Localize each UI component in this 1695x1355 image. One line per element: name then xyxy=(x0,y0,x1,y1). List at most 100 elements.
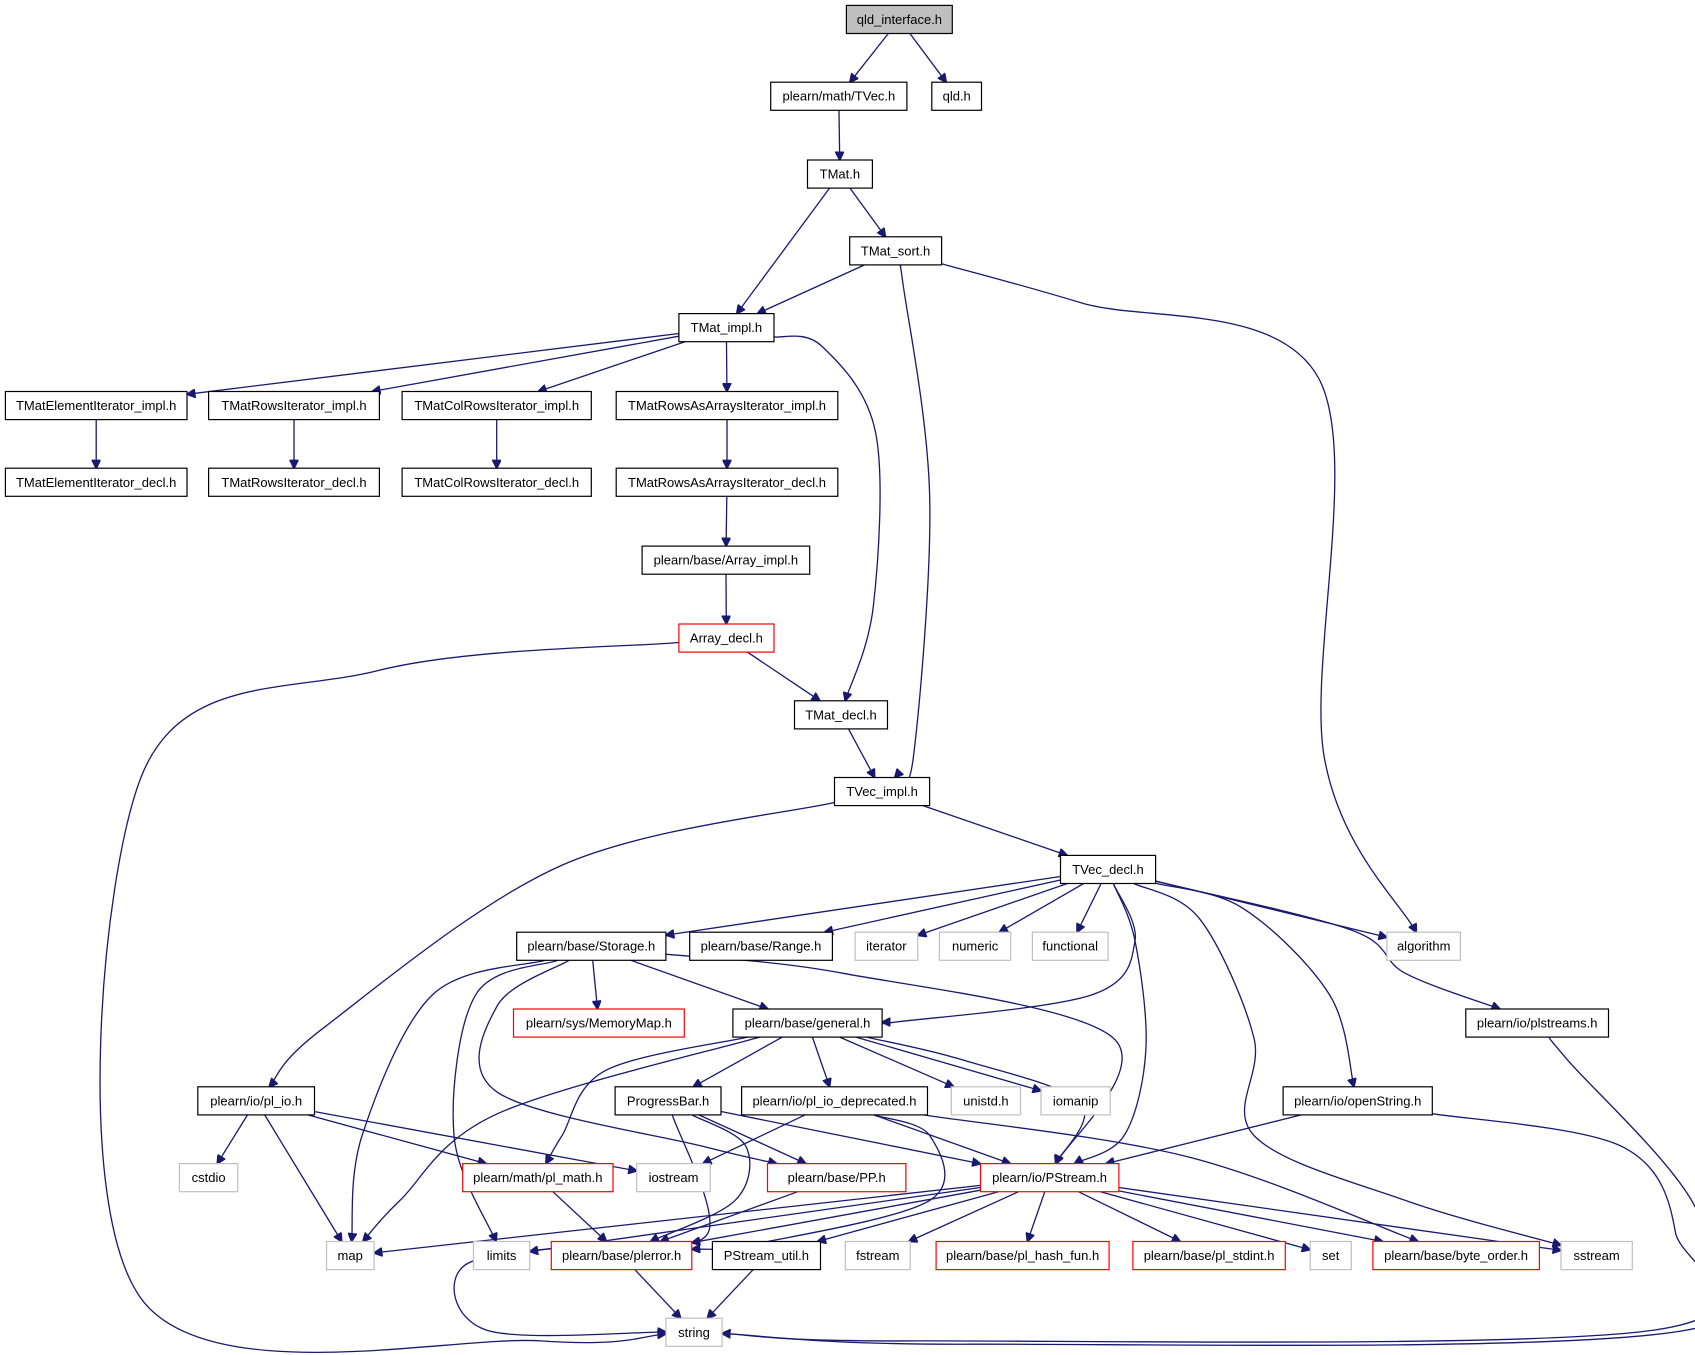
node-tmatrowsiterator-impl-h[interactable]: TMatRowsIterator_impl.h xyxy=(208,390,381,421)
edge-plearn-base-pp-h-to-plearn-base-plerror-h xyxy=(660,1191,799,1242)
edge-tvec-decl-h-to-sstream xyxy=(1133,882,1561,1246)
edge-plearn-base-general-h-to-plearn-io-pstream-h xyxy=(866,1036,1086,1164)
node-plearn-io-pl-io-deprecated-h[interactable]: plearn/io/pl_io_deprecated.h xyxy=(740,1086,929,1116)
node-box xyxy=(833,776,931,807)
node-set: set xyxy=(1309,1240,1352,1271)
node-progressbar-h[interactable]: ProgressBar.h xyxy=(614,1086,722,1116)
node-box xyxy=(678,313,775,343)
node-box xyxy=(401,390,592,421)
node-box xyxy=(849,236,943,266)
node-tmatcolrowsiterator-decl-h[interactable]: TMatColRowsIterator_decl.h xyxy=(401,467,592,497)
node-box xyxy=(462,1162,614,1193)
node-plearn-base-pl-stdint-h[interactable]: plearn/base/pl_stdint.h xyxy=(1132,1240,1286,1271)
node-plearn-io-pl-io-h[interactable]: plearn/io/pl_io.h xyxy=(197,1086,316,1116)
node-tvec-impl-h[interactable]: TVec_impl.h xyxy=(833,776,931,807)
edge-plearn-io-pl-io-h-to-plearn-math-pl-math-h xyxy=(307,1114,486,1164)
node-box xyxy=(1372,1240,1541,1271)
edge-progressbar-h-to-string xyxy=(453,1114,711,1336)
node-label: iterator xyxy=(866,939,907,954)
node-box xyxy=(689,931,834,961)
node-tmat-h[interactable]: TMat.h xyxy=(806,159,874,189)
edge-tmat-sort-h-to-algorithm xyxy=(941,263,1417,933)
edge-plearn-io-pstream-h-to-plearn-base-byte-order-h xyxy=(1118,1190,1383,1242)
node-label: sstream xyxy=(1573,1248,1619,1263)
node-label: TMatRowsAsArraysIterator_impl.h xyxy=(628,398,826,413)
node-label: TMatElementIterator_impl.h xyxy=(16,398,176,413)
node-pstream-util-h[interactable]: PStream_util.h xyxy=(711,1240,822,1271)
node-tmat-sort-h[interactable]: TMat_sort.h xyxy=(849,236,943,266)
node-plearn-math-pl-math-h[interactable]: plearn/math/pl_math.h xyxy=(462,1162,614,1193)
edge-tmat-sort-h-to-tmat-impl-h xyxy=(757,264,865,314)
node-box xyxy=(512,1008,685,1038)
edge-plearn-io-pstream-h-to-fstream xyxy=(909,1191,1019,1242)
node-box xyxy=(1560,1240,1633,1271)
node-tvec-decl-h[interactable]: TVec_decl.h xyxy=(1059,854,1157,885)
node-label: plearn/base/byte_order.h xyxy=(1384,1248,1528,1263)
node-plearn-sys-memorymap-h[interactable]: plearn/sys/MemoryMap.h xyxy=(512,1008,685,1038)
node-plearn-base-plerror-h[interactable]: plearn/base/plerror.h xyxy=(550,1240,693,1271)
node-qld-interface-h[interactable]: qld_interface.h xyxy=(845,4,953,35)
node-tmatrowsasarraysiterator-impl-h[interactable]: TMatRowsAsArraysIterator_impl.h xyxy=(615,390,839,421)
node-plearn-base-range-h[interactable]: plearn/base/Range.h xyxy=(689,931,834,961)
dependency-edges xyxy=(96,33,1695,1353)
node-box xyxy=(4,467,188,497)
node-plearn-base-pp-h[interactable]: plearn/base/PP.h xyxy=(766,1162,907,1193)
node-tmatelementiterator-decl-h[interactable]: TMatElementIterator_decl.h xyxy=(4,467,188,497)
node-plearn-base-byte-order-h[interactable]: plearn/base/byte_order.h xyxy=(1372,1240,1541,1271)
node-box xyxy=(208,390,381,421)
edge-plearn-base-general-h-to-progressbar-h xyxy=(693,1036,783,1087)
node-box xyxy=(766,1162,907,1193)
edge-tvec-decl-h-to-functional xyxy=(1077,883,1102,933)
node-tmatelementiterator-impl-h[interactable]: TMatElementIterator_impl.h xyxy=(4,390,188,421)
node-plearn-math-tvec-h[interactable]: plearn/math/TVec.h xyxy=(770,81,908,111)
node-tmatcolrowsiterator-impl-h[interactable]: TMatColRowsIterator_impl.h xyxy=(401,390,592,421)
node-label: algorithm xyxy=(1397,939,1450,954)
node-label: plearn/math/TVec.h xyxy=(783,89,896,104)
node-label: plearn/sys/MemoryMap.h xyxy=(526,1016,672,1031)
edge-plearn-io-openstring-h-to-string xyxy=(722,1113,1695,1343)
node-plearn-base-general-h[interactable]: plearn/base/general.h xyxy=(732,1008,883,1038)
node-box xyxy=(325,1240,375,1271)
node-numeric: numeric xyxy=(938,931,1012,961)
edge-plearn-io-pstream-h-to-pstream-util-h xyxy=(818,1191,999,1242)
node-label: qld_interface.h xyxy=(857,12,942,27)
node-label: limits xyxy=(487,1248,517,1263)
node-plearn-base-pl-hash-fun-h[interactable]: plearn/base/pl_hash_fun.h xyxy=(935,1240,1110,1271)
node-label: qld.h xyxy=(943,89,971,104)
node-tmatrowsiterator-decl-h[interactable]: TMatRowsIterator_decl.h xyxy=(208,467,381,497)
node-qld-h[interactable]: qld.h xyxy=(931,81,983,111)
edge-plearn-io-plstreams-h-to-string xyxy=(722,1036,1695,1347)
edge-tvec-impl-h-to-tvec-decl-h xyxy=(922,804,1067,856)
node-plearn-io-pstream-h[interactable]: plearn/io/PStream.h xyxy=(979,1162,1120,1193)
node-plearn-base-storage-h[interactable]: plearn/base/Storage.h xyxy=(516,931,667,961)
node-tmat-impl-h[interactable]: TMat_impl.h xyxy=(678,313,775,343)
node-box xyxy=(636,1162,711,1193)
edge-tmat-impl-h-to-tmatrowsiterator-impl-h xyxy=(372,335,680,391)
edge-plearn-base-storage-h-to-plearn-base-general-h xyxy=(630,959,768,1009)
edge-progressbar-h-to-plearn-base-pp-h xyxy=(698,1114,806,1164)
node-tmat-decl-h[interactable]: TMat_decl.h xyxy=(793,700,889,730)
node-box xyxy=(678,623,775,653)
node-unistd-h: unistd.h xyxy=(950,1086,1022,1116)
edge-plearn-io-pstream-h-to-set xyxy=(1100,1191,1310,1250)
node-array-decl-h[interactable]: Array_decl.h xyxy=(678,623,775,653)
node-box xyxy=(1040,1086,1111,1116)
edge-plearn-base-storage-h-to-plearn-sys-memorymap-h xyxy=(592,960,598,1009)
node-plearn-io-plstreams-h[interactable]: plearn/io/plstreams.h xyxy=(1465,1008,1610,1038)
node-box xyxy=(740,1086,929,1116)
node-label: plearn/io/PStream.h xyxy=(992,1170,1107,1185)
node-box xyxy=(516,931,667,961)
edge-plearn-base-general-h-to-iomanip xyxy=(855,1036,1041,1091)
node-label: Array_decl.h xyxy=(690,631,763,646)
node-label: plearn/base/pl_stdint.h xyxy=(1144,1248,1275,1263)
node-label: TMatColRowsIterator_impl.h xyxy=(414,398,579,413)
node-box xyxy=(665,1317,723,1347)
node-label: TMat_decl.h xyxy=(805,707,877,722)
node-plearn-io-openstring-h[interactable]: plearn/io/openString.h xyxy=(1282,1086,1433,1116)
node-plearn-base-array-impl-h[interactable]: plearn/base/Array_impl.h xyxy=(641,545,811,575)
node-functional: functional xyxy=(1031,931,1109,961)
node-tmatrowsasarraysiterator-decl-h[interactable]: TMatRowsAsArraysIterator_decl.h xyxy=(615,467,839,497)
node-box xyxy=(938,931,1012,961)
edge-plearn-io-pl-io-h-to-iostream xyxy=(314,1110,637,1171)
